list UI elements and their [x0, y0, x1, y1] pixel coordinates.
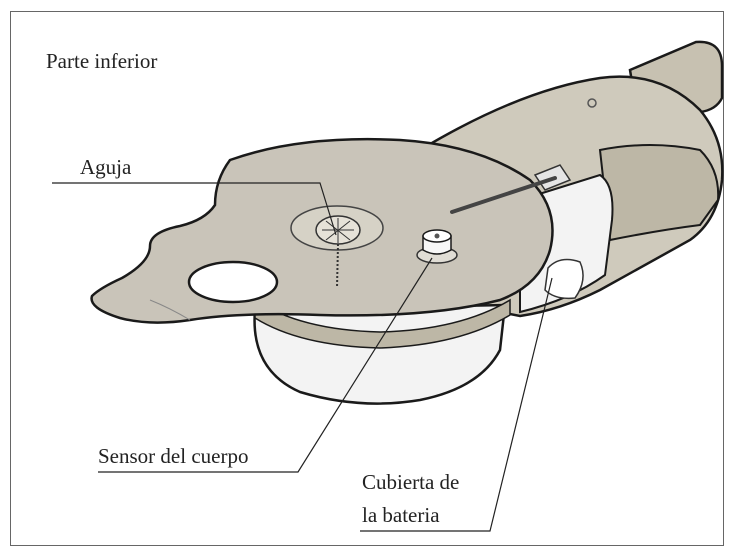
- needle-label: Aguja: [80, 155, 131, 180]
- battery-cover-label-line2: la bateria: [362, 503, 440, 528]
- body-sensor-label: Sensor del cuerpo: [98, 444, 248, 469]
- body-sensor: [417, 230, 457, 263]
- diagram-title: Parte inferior: [46, 49, 157, 74]
- battery-cover-label-line1: Cubierta de: [362, 470, 459, 495]
